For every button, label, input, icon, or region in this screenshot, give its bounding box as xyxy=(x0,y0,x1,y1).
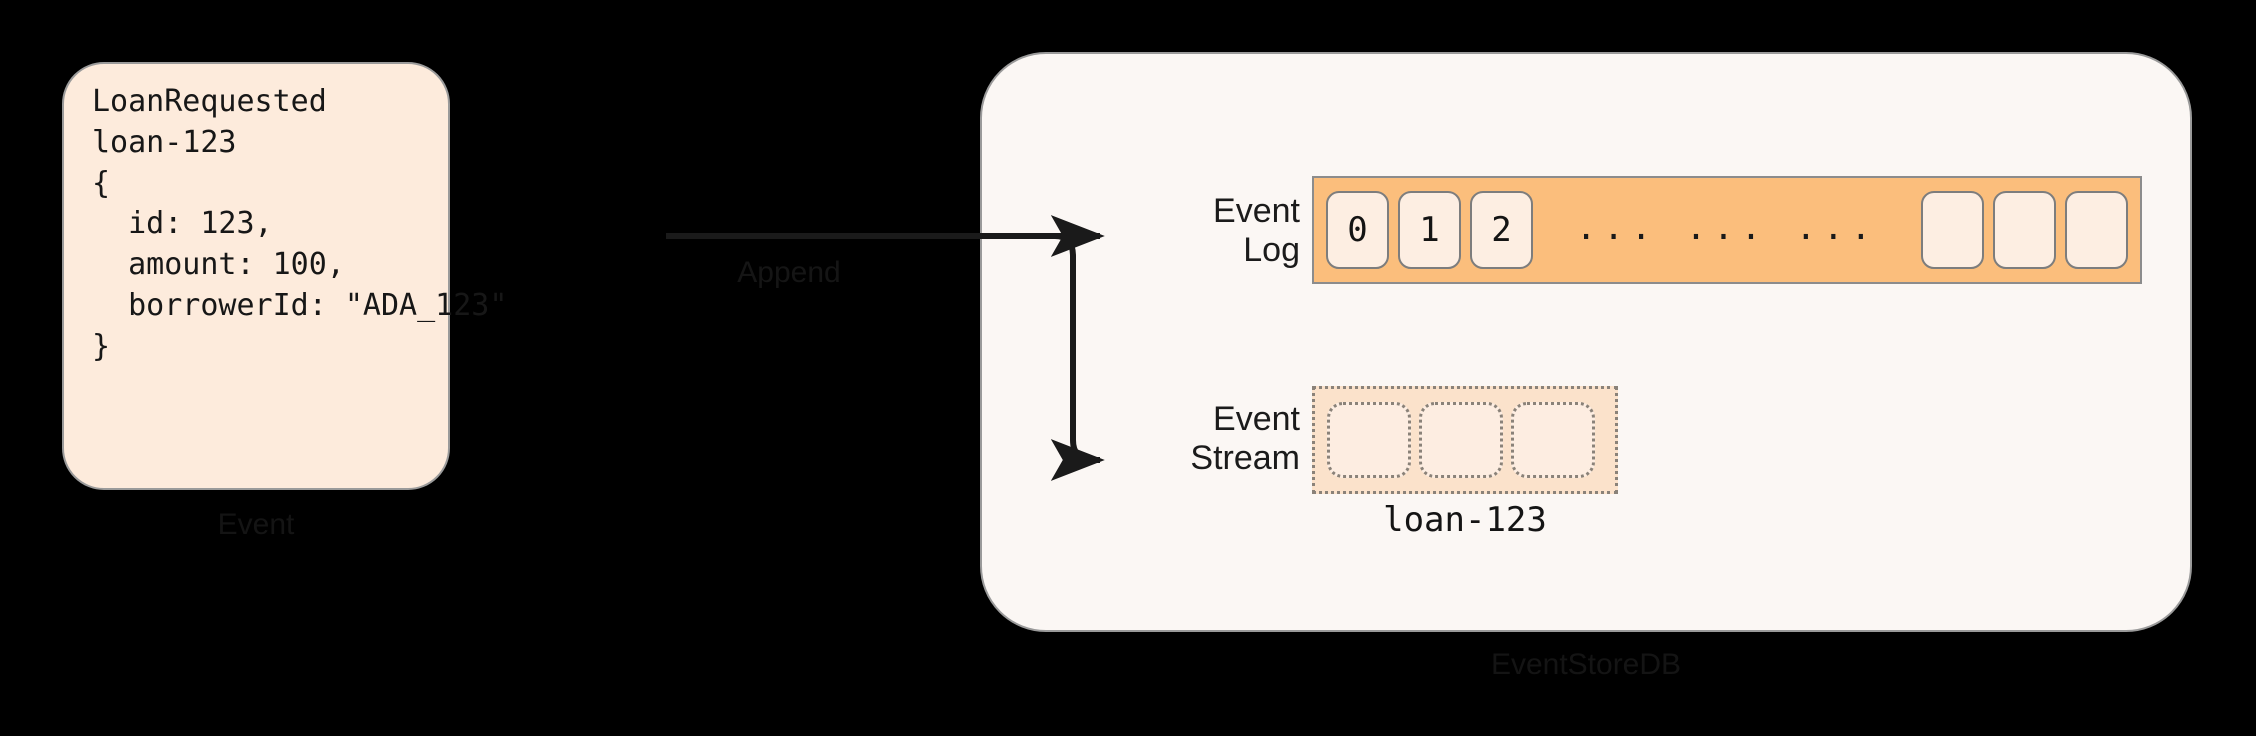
event-log-empty-cell xyxy=(1993,191,2056,269)
event-log-empty-cell xyxy=(1921,191,1984,269)
event-stream-empty-cell xyxy=(1419,402,1503,478)
event-log-cell: 0 xyxy=(1326,191,1389,269)
event-stream-caption: loan-123 xyxy=(1383,500,1547,540)
event-stream-empty-cell xyxy=(1327,402,1411,478)
eventstoredb-container xyxy=(980,52,2192,632)
event-stream-band xyxy=(1312,386,1618,494)
event-stream-label: Event Stream xyxy=(1190,400,1300,478)
event-card-caption: Event xyxy=(217,508,295,541)
event-log-label: Event Log xyxy=(1213,192,1300,270)
event-log-cell: 1 xyxy=(1398,191,1461,269)
event-log-ellipsis: ... ... ... xyxy=(1575,208,1879,248)
event-payload-code: LoanRequested loan-123 { id: 123, amount… xyxy=(92,84,508,364)
event-card: LoanRequested loan-123 { id: 123, amount… xyxy=(62,62,508,490)
event-stream-empty-cell xyxy=(1511,402,1595,478)
event-log-band: 0 1 2 ... ... ... xyxy=(1312,176,2142,284)
append-arrow-label: Append xyxy=(737,256,841,289)
eventstoredb-caption: EventStoreDB xyxy=(1490,648,1682,681)
event-log-empty-cell xyxy=(2065,191,2128,269)
event-log-cell: 2 xyxy=(1470,191,1533,269)
